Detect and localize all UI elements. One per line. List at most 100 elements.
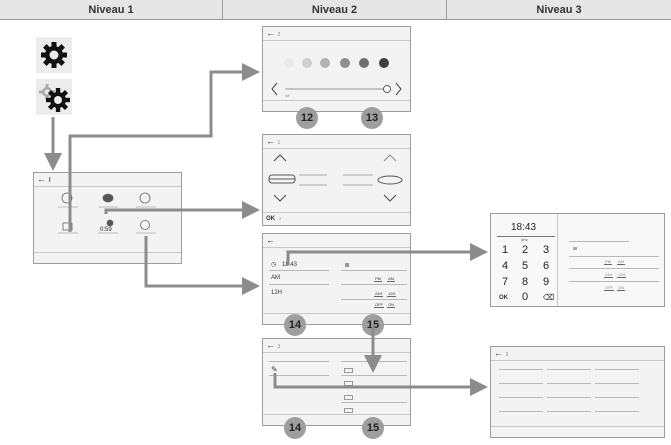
clock-time[interactable]: 18:43 (282, 262, 298, 268)
profile-screen: ← 1 OK 2 (262, 134, 411, 226)
swatch (284, 58, 294, 68)
ok-button[interactable]: OK (266, 216, 275, 222)
on-option[interactable]: ON (387, 302, 395, 308)
screen-footer (34, 252, 181, 263)
callout-15b: 15 (362, 417, 384, 439)
slider-min-label: off (285, 93, 290, 98)
screen-footer (491, 426, 664, 437)
key-2[interactable]: 2 (522, 244, 529, 256)
off-option[interactable]: OFF (604, 285, 614, 291)
keypad-time: 18:43 (511, 222, 537, 233)
callout-12: 12 (296, 107, 318, 129)
screen-top-bar: ← 3 (491, 347, 664, 361)
header-level-2: Niveau 2 (223, 0, 447, 19)
chevron-left-icon (271, 82, 278, 96)
back-arrow-icon[interactable]: ← 2 (266, 28, 281, 38)
key-9[interactable]: 9 (543, 276, 550, 288)
screen-top-bar: ← 3 (263, 339, 410, 353)
swatch (320, 58, 330, 68)
back-arrow-icon[interactable]: ← 1 (266, 136, 281, 146)
h24-option[interactable]: 24H (374, 291, 384, 297)
pm-option[interactable]: PM (374, 276, 382, 282)
gear-pair-icon (39, 84, 70, 112)
key-ok[interactable]: OK (499, 295, 508, 301)
callout-14: 14 (284, 314, 306, 336)
chevron-down-icon (383, 194, 397, 202)
gear-icon (41, 42, 67, 68)
key-7[interactable]: 7 (502, 276, 509, 288)
chevron-down-icon (273, 194, 287, 202)
indicator (344, 381, 353, 386)
menu-icon (61, 192, 73, 204)
swatch (302, 58, 312, 68)
back-arrow-icon[interactable]: ← (266, 235, 275, 245)
screen-top-bar: ← 1 (263, 135, 410, 149)
key-4[interactable]: 4 (502, 260, 509, 272)
key-6[interactable]: 6 (543, 260, 550, 272)
back-arrow-icon[interactable]: ← 3 (494, 348, 509, 358)
backspace-icon[interactable]: ⌫ (543, 293, 555, 302)
indicator (573, 247, 577, 250)
indicator (344, 395, 353, 400)
chevron-up-icon (273, 154, 287, 162)
screen-top-bar: ← (263, 234, 410, 248)
screen-footer (263, 414, 410, 425)
menu-icon-grid: 0:59 (58, 192, 156, 234)
chevron-right-icon (395, 82, 402, 96)
menu-icon (139, 192, 151, 204)
callout-14b: 14 (284, 417, 306, 439)
keypad-screen: 18:43 kHz 1 2 3 4 5 6 7 8 9 OK 0 ⌫ PM AM… (490, 213, 665, 307)
h12-option[interactable]: 12H (617, 272, 627, 278)
brightness-screen: ← 2 off (262, 26, 411, 112)
menu-icon (102, 193, 114, 203)
screen-top-bar: ← ı (34, 173, 181, 187)
chevron-up-icon (383, 154, 397, 162)
settings-tile-active[interactable] (36, 79, 72, 115)
header-level-3: Niveau 3 (536, 3, 582, 16)
keypad-unit: kHz (521, 237, 528, 242)
key-5[interactable]: 5 (522, 260, 529, 272)
indicator (344, 368, 353, 373)
key-8[interactable]: 8 (522, 276, 529, 288)
callout-15: 15 (362, 314, 384, 336)
clock-screen: ← ◷ 18:43 AM PM AM 12H 24H 12H OFF ON (262, 233, 411, 325)
menu-icon (62, 222, 73, 231)
pm-option[interactable]: PM (604, 259, 612, 265)
back-arrow-icon[interactable]: ← ı (37, 174, 52, 184)
am-label: AM (271, 275, 280, 281)
screen-footer: OK 2 (263, 212, 410, 225)
level1-menu-screen: ← ı 0:59 (33, 172, 182, 264)
settings-tile[interactable] (36, 37, 72, 73)
key-0[interactable]: 0 (522, 291, 529, 303)
off-option[interactable]: OFF (374, 302, 384, 308)
screen-footer (263, 313, 410, 324)
profile-controls (268, 154, 403, 202)
am-option[interactable]: AM (617, 259, 625, 265)
callout-13: 13 (361, 107, 383, 129)
on-option[interactable]: ON (617, 285, 625, 291)
am-option[interactable]: AM (387, 276, 395, 282)
h24-option[interactable]: 24H (604, 272, 614, 278)
menu-icon (140, 220, 150, 230)
h12-label: 12H (271, 290, 283, 296)
clock-icon: ◷ (271, 262, 277, 268)
level-header: Niveau 1 Niveau 2 Niveau 3 (0, 0, 671, 20)
key-1[interactable]: 1 (502, 244, 509, 256)
key-3[interactable]: 3 (543, 244, 550, 256)
swatch (359, 58, 369, 68)
header-level-1: Niveau 1 (0, 0, 223, 19)
profile-image (377, 175, 403, 185)
h12-option[interactable]: 12H (387, 291, 397, 297)
pencil-icon[interactable]: ✎ (271, 365, 278, 374)
ok-tab-label: 2 (279, 216, 282, 221)
indicator (344, 408, 353, 413)
color-swatches (271, 58, 402, 96)
swatch (379, 58, 389, 68)
back-arrow-icon[interactable]: ← 3 (266, 340, 281, 350)
swatch (340, 58, 350, 68)
screen-footer (263, 100, 410, 111)
slider-thumb (383, 85, 391, 93)
svg-text:0:59: 0:59 (100, 227, 112, 233)
screen-top-bar: ← 2 (263, 27, 410, 41)
level3-list-screen: ← 3 (490, 346, 665, 438)
